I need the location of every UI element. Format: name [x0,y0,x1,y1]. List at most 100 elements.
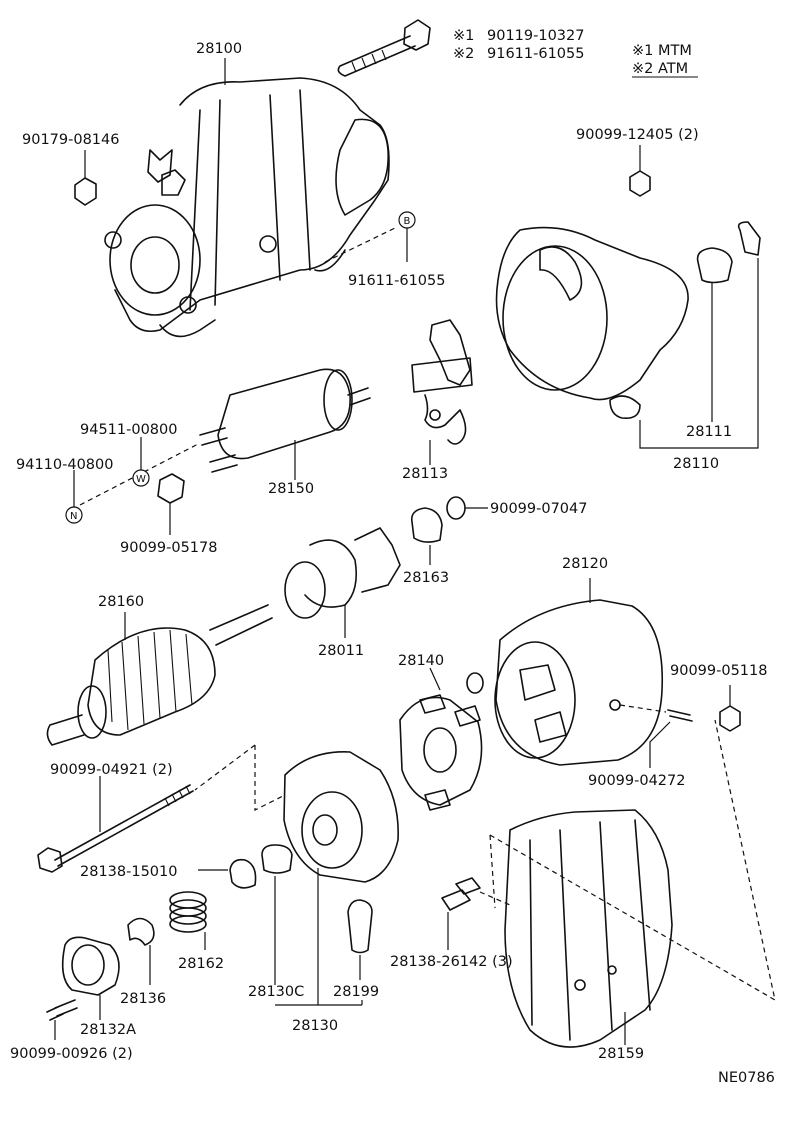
legend: ※1 90119-10327 ※2 91611-61055 ※1 MTM ※2 … [453,28,698,78]
label-28111: 28111 [686,424,732,440]
drawing-code: NE0786 [718,1070,775,1086]
dash-insulator [489,719,776,1002]
solenoid-body [217,368,351,460]
bolt-head [403,19,431,51]
brush-28138-26142-drawing [441,877,481,911]
drive-housing-drawing [495,226,689,420]
washer-28138-15010-drawing [229,858,257,889]
label-28110: 28110 [673,456,719,472]
label-28160: 28160 [98,594,144,610]
label-90099-05178: 90099-05178 [120,540,218,556]
solenoid-drawing [199,368,371,473]
spring-coil-3 [169,907,207,925]
label-28130c: 28130C [248,984,304,1000]
leader-28130c-28130 [274,868,319,1005]
solenoid-terminal-upper [199,427,228,446]
snap-ring-drawing [446,496,466,520]
starter-terminal-stud [147,149,173,183]
ref-mark-w-label: W [136,474,146,485]
label-28132a: 28132A [80,1022,136,1038]
leader-28140 [429,667,441,691]
ref-mark-b-label: B [404,216,411,227]
label-90099-07047: 90099-07047 [490,501,588,517]
clutch-outer [304,539,358,608]
nut-90099-05178-drawing [157,473,185,504]
armature-core [87,627,216,736]
lever-pin-hole [429,409,441,421]
label-28011: 28011 [318,643,364,659]
solenoid-plunger [347,387,371,406]
drive-housing-ear [609,395,641,420]
armature-commutator [77,685,107,739]
leader-90099-04272 [649,721,671,768]
label-90179-08146: 90179-08146 [22,132,120,148]
yoke-magnets [519,664,567,743]
label-28159: 28159 [598,1046,644,1062]
legend-mark-mtm: ※1 [632,43,653,59]
through-bolt-shank [54,784,194,867]
armature-rear-shaft [46,714,85,746]
label-28138-15010: 28138-15010 [80,864,178,880]
bush-seal-drawing [737,221,761,256]
yoke-outline [495,599,664,766]
plug-28199-drawing [347,899,373,954]
nut-90099-05118-drawing [719,705,741,732]
nut-90179-08146-drawing [74,177,97,206]
through-bolt-head [37,847,63,873]
label-94511-00800: 94511-00800 [80,422,178,438]
label-28113: 28113 [402,466,448,482]
leader-w-n [73,437,142,507]
callout-labels: 28100 90179-08146 90099-12405 (2) 91611-… [10,41,775,1086]
starter-assembly-drawing [104,19,431,338]
starter-rear-cap [130,236,180,294]
spring-coil-4 [169,915,207,933]
end-frame-bore [312,814,338,846]
insulator-hole-2 [607,965,617,975]
label-28140: 28140 [398,653,444,669]
starter-mount-nut-right [259,235,277,253]
armature-drawing [46,604,273,746]
label-28199: 28199 [333,984,379,1000]
clutch-gear [354,527,401,593]
label-28100: 28100 [196,41,242,57]
screw-90099-00926-drawing [46,999,78,1021]
starter-solenoid-edge [314,249,346,272]
lever-fork [429,319,471,386]
clutch-pinion-face [284,561,326,619]
armature-shaft [209,604,273,646]
legend-mark-2: ※2 [453,46,474,62]
label-91611-61055: 91611-61055 [348,273,446,289]
starter-mount-nut-left [104,231,122,249]
brush-holder-drawing [399,672,484,811]
ref-mark-n-label: N [70,511,77,522]
yoke-hole [609,699,621,711]
bush-28130c-drawing [261,844,293,874]
starter-mount-ear [159,319,216,338]
label-28163: 28163 [403,570,449,586]
dash-brush [479,891,511,906]
solenoid-terminal-lower [209,454,238,473]
through-bolt-threads [164,785,191,807]
label-90099-04921: 90099-04921 (2) [50,762,173,778]
label-90099-00926: 90099-00926 (2) [10,1046,133,1062]
lever-arm [424,394,467,445]
label-28150: 28150 [268,481,314,497]
brush-holder-center-hole [423,727,457,773]
label-28162: 28162 [178,956,224,972]
legend-mark-1: ※1 [453,28,474,44]
nut-90099-12405-drawing [629,170,651,197]
solenoid-end-cap [323,369,353,431]
starter-terminal-nut [161,169,186,196]
cover-28132a-drawing [61,936,120,996]
stud-90099-04272-drawing [667,709,693,722]
yoke-bore [494,641,576,759]
starter-drive-nose [335,118,389,216]
dash-to-b [324,227,396,263]
label-90099-12405: 90099-12405 (2) [576,127,699,143]
brush-holder-brushes [419,694,481,811]
bush-28111-drawing [696,247,733,284]
starter-yoke-ribs [189,89,311,311]
starter-rear-end-frame [109,204,201,316]
drive-housing-bore [502,245,608,391]
